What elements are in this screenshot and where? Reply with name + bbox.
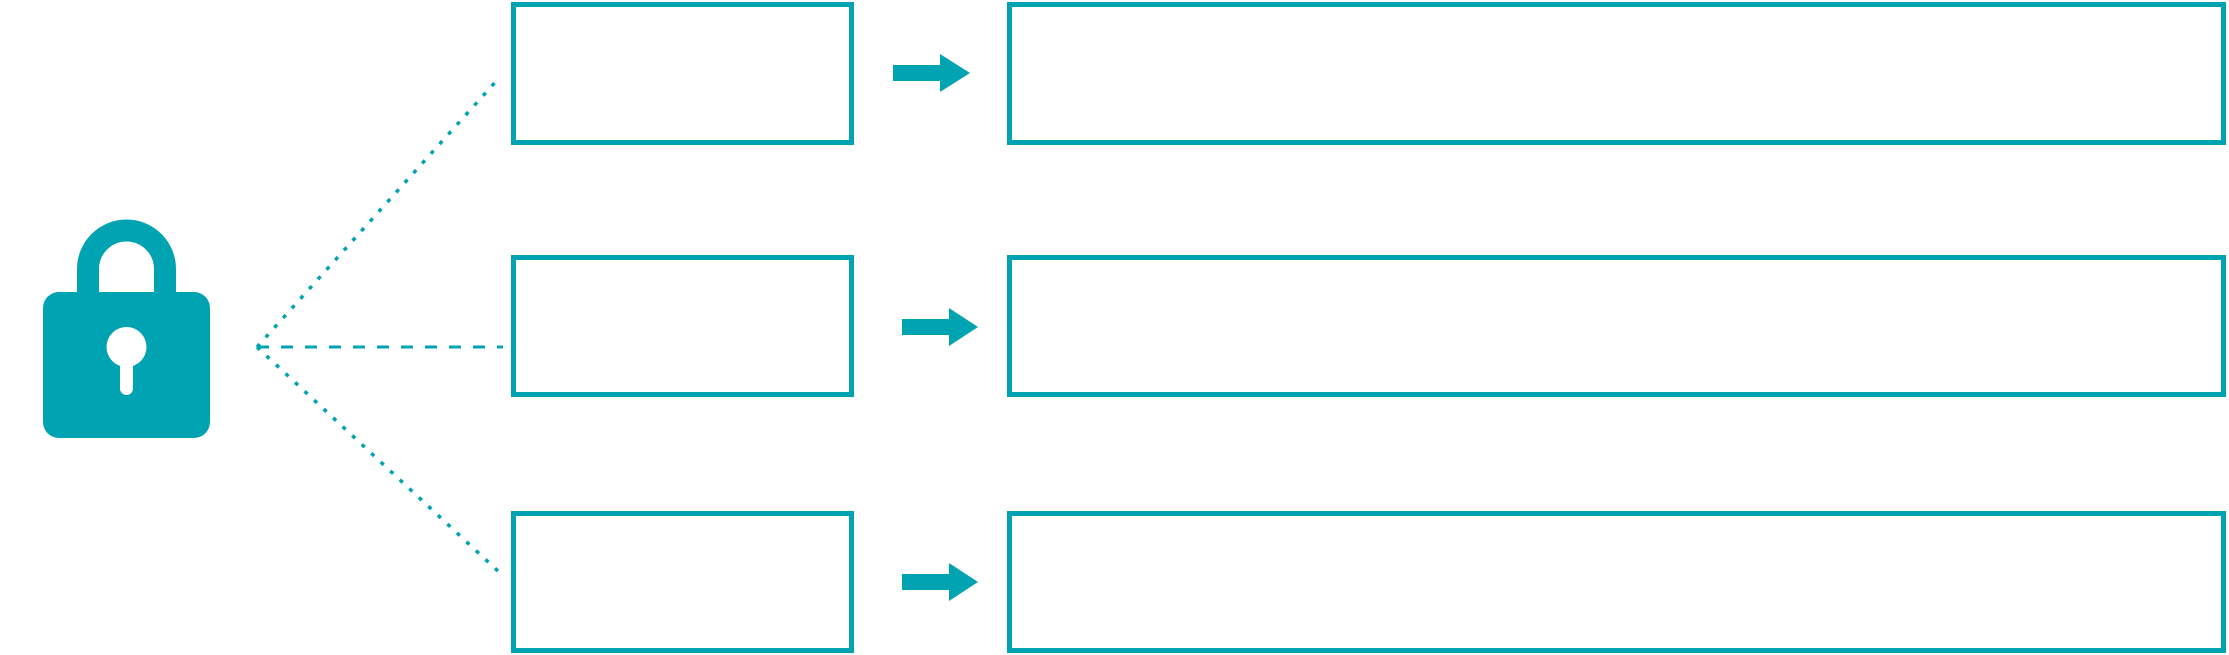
description-panel-2: [1007, 255, 2226, 397]
option-box-3: [511, 511, 854, 653]
right-arrow-icon: [902, 563, 978, 601]
option-box-1: [511, 2, 854, 145]
lock-shackle: [77, 219, 176, 307]
description-panel-1: [1007, 2, 2226, 145]
description-panel-3: [1007, 511, 2226, 653]
connector-line-bottom: [255, 345, 501, 574]
option-box-2: [511, 255, 854, 397]
right-arrow-icon: [893, 54, 970, 92]
connector-line-top: [255, 76, 501, 349]
right-arrow-icon: [902, 308, 978, 346]
lock-icon: [43, 219, 210, 438]
lock-keyhole-stem: [120, 345, 133, 395]
